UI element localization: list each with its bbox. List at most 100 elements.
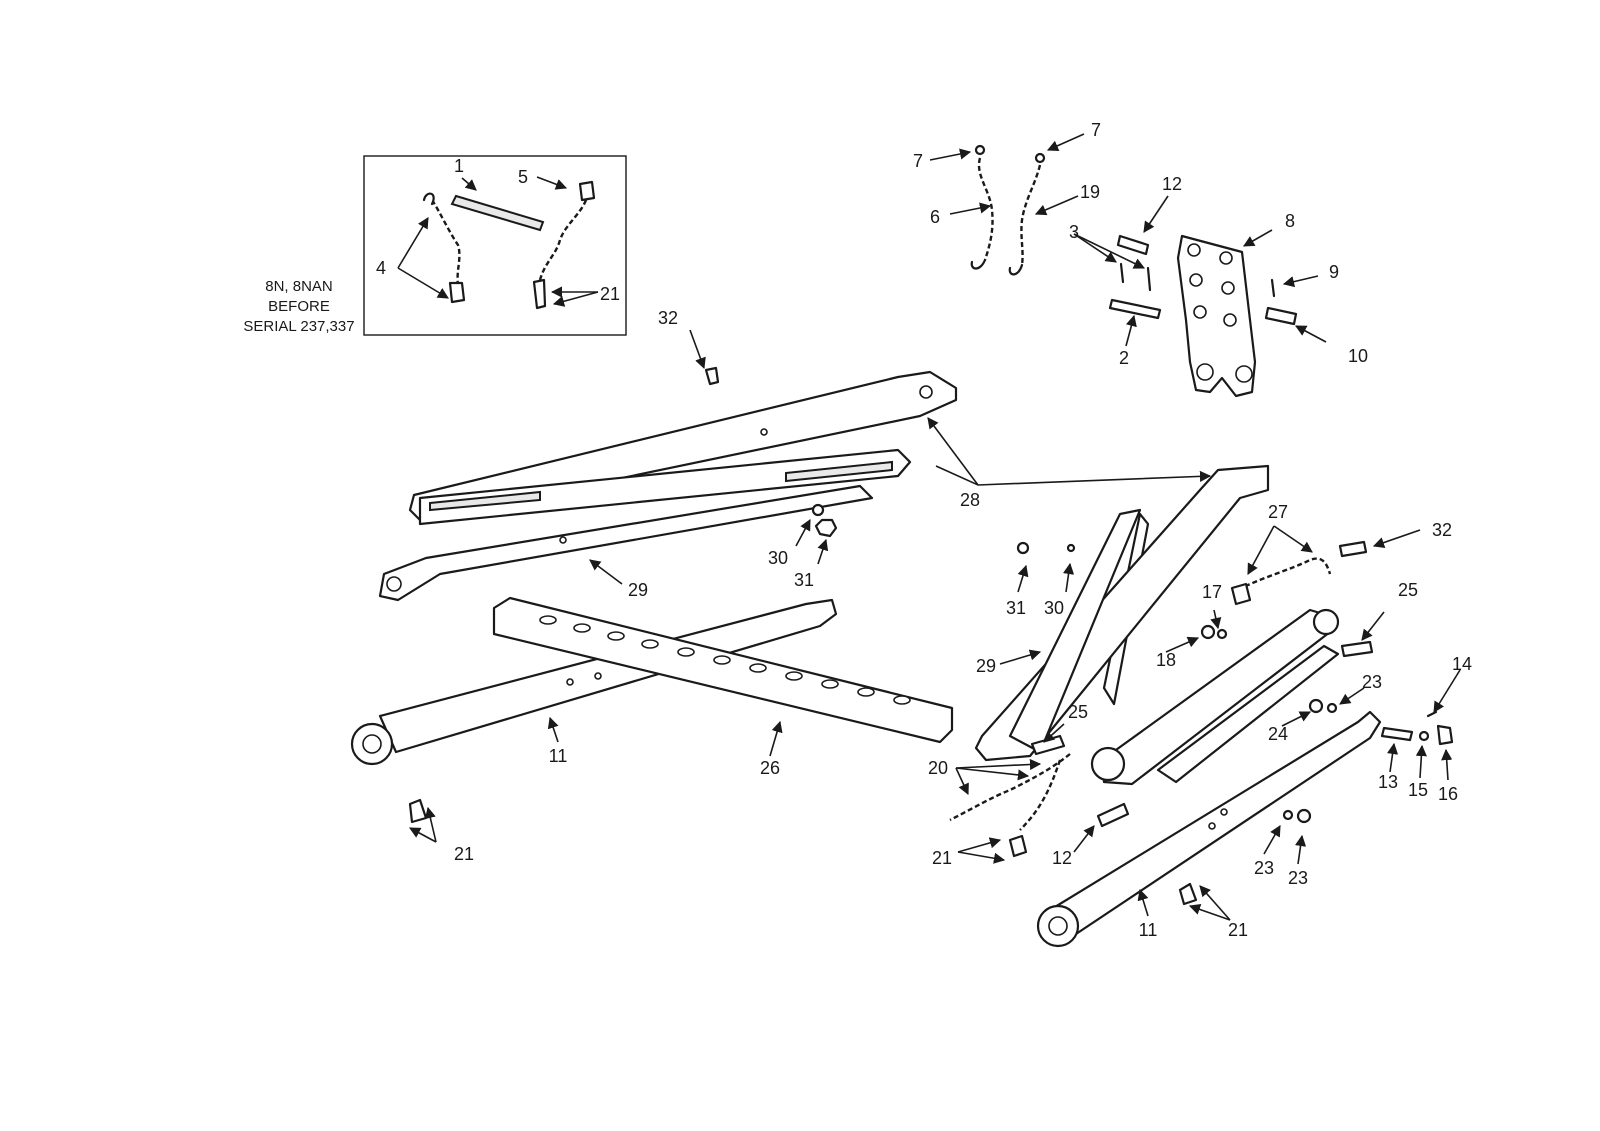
link-hole [1208,822,1216,830]
callout-21-inset: 21 [600,284,620,304]
callout-24: 24 [1268,724,1288,744]
stay-slot [429,490,541,512]
part-21-clip-left [408,798,428,824]
link-eye [1090,746,1126,782]
part-29-stay-bar-left [418,448,912,526]
part-9-cotter [1270,278,1276,298]
callout-8: 8 [1285,211,1295,231]
part-7-ring-right [1034,152,1046,164]
callout-16: 16 [1438,784,1458,804]
part-13-stud [1380,726,1414,742]
callout-11-left: 11 [549,746,568,766]
link-eye-bore [362,734,382,754]
callout-21-left: 21 [454,844,474,864]
arm-hole [919,385,933,399]
callout-21-mid: 21 [932,848,952,868]
part-23-washer-upper [1326,702,1338,714]
part-4-tab [448,281,466,304]
arm-hole [559,536,567,544]
part-19-chain [1020,164,1042,266]
callout-31-right: 31 [1006,598,1026,618]
part-12-pin-lower [1096,802,1130,828]
callout-25-mid: 25 [1068,702,1088,722]
inset-note-line-2: BEFORE [268,298,330,315]
part-32-bolt-right [1338,540,1368,558]
callout-20: 20 [928,758,948,778]
callout-labels: 1 2 3 4 5 6 7 7 8 9 10 11 11 12 12 13 14… [376,120,1472,940]
callout-32-left: 32 [658,308,678,328]
bracket-hole [1189,273,1203,287]
part-17-washer [1216,628,1228,640]
part-2-pin [1108,298,1162,320]
left-assembly [350,366,958,824]
bracket-hole [1219,251,1233,265]
part-15-washer [1418,730,1430,742]
callout-12-upper: 12 [1162,174,1182,194]
part-30-washer-right [1066,543,1076,553]
callout-17: 17 [1202,582,1222,602]
bracket-hole [1235,365,1253,383]
part-3-cotter-b [1146,266,1152,292]
link-eye [1312,608,1340,636]
callout-9: 9 [1329,262,1339,282]
part-30-washer-left [811,503,825,517]
part-18-nut [1200,624,1216,640]
part-16-nut [1436,724,1454,746]
inset-note-line-3: SERIAL 237,337 [243,318,354,335]
callout-6: 6 [930,207,940,227]
callout-12-lower: 12 [1052,848,1072,868]
right-assembly [949,464,1454,948]
bracket-hole [1187,243,1201,257]
callout-1: 1 [454,156,464,176]
link-hole [1220,808,1228,816]
part-5-tab [578,180,596,202]
callout-32-right: 32 [1432,520,1452,540]
part-stay-right [1156,644,1340,784]
part-4-chain [431,199,461,286]
callout-14: 14 [1452,654,1472,674]
callout-7-right: 7 [1091,120,1101,140]
callout-10: 10 [1348,346,1368,366]
drawbar-holes [539,615,911,705]
callout-5: 5 [518,167,528,187]
part-21-clip-inset [532,278,547,310]
callout-2: 2 [1119,348,1129,368]
part-12-pin-upper [1116,234,1150,256]
part-29-lower-arm-right [1008,508,1142,754]
bracket-hole [1223,313,1237,327]
leader-arrows [397,133,1461,921]
part-14-lock [1426,710,1438,718]
part-20-chain [949,753,1071,822]
bracket-hole [1193,305,1207,319]
part-24-nut [1308,698,1324,714]
part-10-pin [1264,306,1298,326]
callout-4: 4 [376,258,386,278]
bracket-hole [1196,363,1214,381]
part-27-clip [1230,582,1252,606]
callout-23-lower-right: 23 [1288,868,1308,888]
callout-23-upper: 23 [1362,672,1382,692]
part-23-nut-lower [1296,808,1312,824]
callout-23-lower-left: 23 [1254,858,1274,878]
part-21-clip-right [1178,882,1198,906]
callout-21-right: 21 [1228,920,1248,940]
callout-29-left: 29 [628,580,648,600]
link-hole [594,672,602,680]
part-6-hook [970,258,987,270]
callout-27: 27 [1268,502,1288,522]
part-7-ring-left [974,144,986,156]
part-31-nut-left [814,518,838,538]
part-25-bolt-right [1340,640,1374,658]
inset-note-line-1: 8N, 8NAN [265,278,333,295]
callout-7-left: 7 [913,151,923,171]
arm-hole [386,576,402,592]
part-6-chain [977,157,994,261]
upper-right-parts [970,144,1298,398]
part-27-chain [1237,557,1332,592]
part-21-clip-mid [1008,834,1028,858]
inset-frame [363,155,627,336]
callout-13: 13 [1378,772,1398,792]
callout-15: 15 [1408,780,1428,800]
callout-28: 28 [960,490,980,510]
